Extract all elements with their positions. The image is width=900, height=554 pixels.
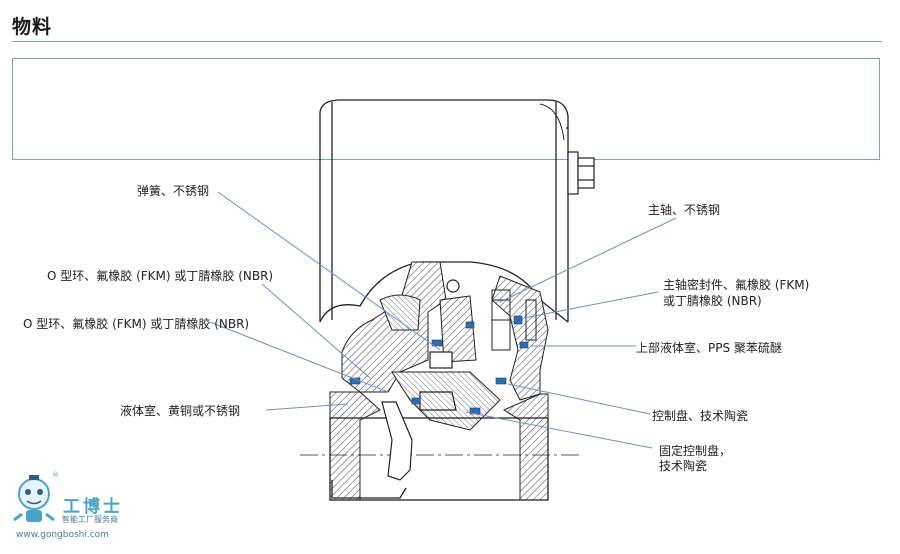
o-ring-seals: [349, 315, 529, 415]
logo-tagline: 智能工厂服务商: [62, 515, 118, 524]
title-divider: [12, 41, 882, 42]
label-upper-chamber: 上部液体室、PPS 聚苯硫醚: [636, 341, 782, 355]
registered-mark: ®: [52, 471, 59, 479]
actuator-housing: [319, 99, 569, 322]
leader-lines: [209, 191, 677, 449]
label-o-ring-1: O 型环、氟橡胶 (FKM) 或丁腈橡胶 (NBR): [47, 269, 274, 283]
label-fixed-disc-line2: 技术陶瓷: [659, 459, 708, 473]
inner-valve-element: [381, 279, 460, 481]
logo-name: 工博士: [63, 497, 123, 517]
logo-url: www.gongboshi.com: [16, 530, 109, 540]
section-title: 物料: [12, 16, 53, 38]
label-fixed-disc-line1: 固定控制盘，: [659, 444, 732, 458]
label-spindle-seal-line1: 主轴密封件、氟橡胶 (FKM): [663, 278, 810, 292]
cable-connector: [567, 151, 595, 195]
label-o-ring-2: O 型环、氟橡胶 (FKM) 或丁腈橡胶 (NBR): [23, 317, 250, 331]
label-control-disc: 控制盘、技术陶瓷: [652, 409, 749, 423]
label-fluid-chamber: 液体室、黄铜或不锈钢: [120, 404, 241, 418]
label-spring: 弹簧、不锈钢: [137, 184, 210, 198]
spindle-detail: [491, 289, 537, 351]
actuator-dome: [319, 261, 569, 323]
robot-mascot-logo: [13, 475, 55, 522]
header-panel: [12, 58, 880, 160]
label-spindle-seal-line2: 或丁腈橡胶 (NBR): [663, 294, 762, 308]
label-spindle: 主轴、不锈钢: [648, 203, 721, 217]
pipe-body: [300, 417, 580, 501]
valve-body: [329, 261, 549, 501]
